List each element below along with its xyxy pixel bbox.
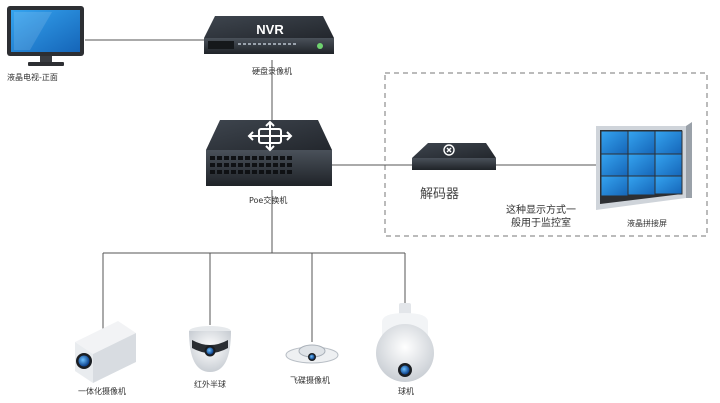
ufo-camera-label: 飞碟摄像机 bbox=[290, 376, 330, 385]
ir-dome-camera-icon bbox=[189, 326, 231, 372]
ufo-camera-icon bbox=[285, 344, 339, 364]
decoder-logo-icon bbox=[443, 144, 455, 156]
connection-lines bbox=[85, 39, 600, 342]
video-wall-icon bbox=[596, 122, 692, 210]
decoder-icon bbox=[412, 143, 496, 170]
monitoring-room-note: 这种显示方式一 般用于监控室 bbox=[495, 204, 587, 230]
switch-arrows-icon bbox=[247, 120, 293, 152]
poe-switch-icon bbox=[206, 120, 332, 186]
note-line-2: 般用于监控室 bbox=[511, 218, 571, 229]
ir-dome-label: 红外半球 bbox=[194, 380, 226, 389]
poe-switch-label: Poe交换机 bbox=[249, 196, 288, 205]
nvr-badge: NVR bbox=[256, 22, 284, 37]
speed-dome-label: 球机 bbox=[398, 387, 414, 396]
tv-label: 液晶电视-正面 bbox=[7, 73, 58, 82]
nvr-icon: NVR bbox=[204, 16, 334, 54]
video-wall-label: 液晶拼接屏 bbox=[627, 219, 667, 228]
box-camera-label: 一体化摄像机 bbox=[78, 387, 126, 396]
speed-dome-camera-icon bbox=[376, 303, 434, 382]
note-line-1: 这种显示方式一 bbox=[506, 205, 576, 216]
nvr-label: 硬盘录像机 bbox=[252, 67, 292, 76]
decoder-label: 解码器 bbox=[420, 187, 460, 202]
box-camera-icon bbox=[75, 321, 136, 383]
lcd-tv-icon bbox=[7, 6, 84, 66]
